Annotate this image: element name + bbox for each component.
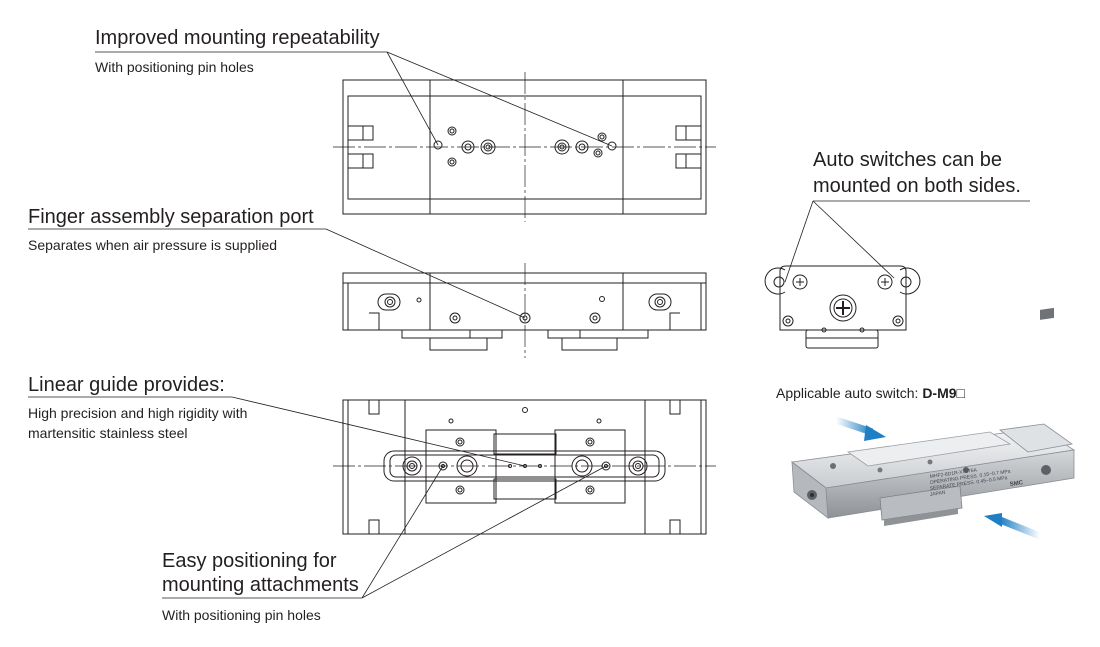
applicable-switch-model: D-M9□ — [922, 385, 965, 401]
top-view — [333, 72, 716, 222]
callout-easy-positioning-subtitle: With positioning pin holes — [162, 607, 321, 623]
bottom-view — [333, 399, 716, 535]
callout-linear-guide-line2: martensitic stainless steel — [28, 425, 188, 441]
callout-auto-switches-line1: Auto switches can be — [813, 149, 1002, 171]
brand-logo: SMC — [1009, 480, 1024, 488]
side-view — [764, 265, 921, 349]
callout-mounting-repeatability-title: Improved mounting repeatability — [95, 27, 380, 49]
callout-separation-port-subtitle: Separates when air pressure is supplied — [28, 237, 278, 253]
nameplate-origin: JAPAN — [929, 490, 946, 498]
front-view — [342, 263, 707, 358]
callout-linear-guide-title: Linear guide provides: — [28, 374, 225, 396]
callout-auto-switches-line2: mounted on both sides. — [813, 175, 1021, 197]
callout-separation-port-title: Finger assembly separation port — [28, 206, 314, 228]
air-arrows — [834, 416, 1042, 540]
applicable-switch-caption: Applicable auto switch: D-M9□ — [776, 384, 965, 402]
callout-mounting-repeatability-subtitle: With positioning pin holes — [95, 59, 254, 75]
callout-linear-guide-line1: High precision and high rigidity with — [28, 405, 248, 421]
callout-easy-positioning-title-1: Easy positioning for — [162, 550, 337, 572]
callout-easy-positioning-title-2: mounting attachments — [162, 574, 359, 596]
leader-lines — [28, 51, 1030, 599]
applicable-switch-prefix: Applicable auto switch: — [776, 385, 923, 401]
